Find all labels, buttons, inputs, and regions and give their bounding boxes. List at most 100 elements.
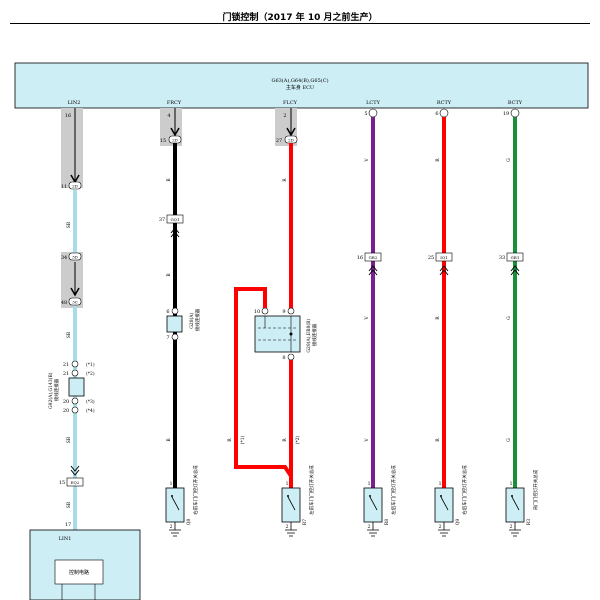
frcy-switch-pin2: 2 [170,524,173,530]
flcy-junction-label: G29(A),EB8(B) 接线连接器 [305,317,318,352]
bcty-switch-body [505,487,525,523]
bcty-switch-name: 背门门控灯开关总成 [532,469,539,510]
flcy-switch-name: 左前车门门控灯开关总成 [308,465,315,515]
flcy-j1 [261,307,269,315]
lin2-junction-label: G92(A),G143(B) 接线连接器 [47,371,60,409]
flcy-junction-box [254,315,301,353]
flcy-j3-pin: 8 [282,355,285,361]
lcty-top-pin-circle [368,108,378,118]
rcty-switch-name: 右后车门门控灯开关总成 [461,465,468,515]
frcy-conn-code: GQ1 [170,217,179,222]
terminal-rcty: RCTY [437,100,452,106]
rcty-arrow [439,265,449,276]
control-circuit-label: 控制电路 [69,569,89,576]
frcy-switch: 1 2 Q8 右前车门门控灯开关总成 [165,465,199,537]
rcty-ground-icon [438,529,450,537]
frcy-j2 [171,333,179,341]
frcy-mid-code: 2D [172,138,178,143]
lin2-c1-connector [68,252,82,261]
frcy-ground-icon [169,529,181,537]
frcy-arrow-2 [170,227,180,238]
frcy-junction-label: G28(A) 接线连接器 [188,308,201,331]
frcy-junction-box [166,315,183,333]
page-title: 门锁控制（2017 年 10 月之前生产） [222,13,378,23]
bcty-switch-code: R3 [526,519,532,525]
lin2-j4-pin: 20 [63,408,69,414]
rcty-switch-dot [440,495,442,497]
terminal-flcy: FLCY [283,100,298,106]
lin2-j3-pin: 20 [63,399,69,405]
rcty-switch: 1 2 Q9 右后车门门控灯开关总成 [434,465,468,537]
flcy-color-1: R [282,178,288,182]
lcty-switch-pin2: 2 [368,524,371,530]
frcy-color-1: B [166,178,172,182]
flcy-junction-dot [289,332,293,336]
bcty-color-2: G [506,316,512,320]
flcy-switch-pin1: 1 [286,481,289,487]
lin2-pin-top: 16 [65,113,71,119]
lin2-c1-code: 3D [72,255,78,260]
lin2-bottom-code: EQ2 [71,480,80,485]
lcty-conn [364,252,382,262]
rcty-pin-top: 6 [435,111,438,117]
bcty-pin-top: 19 [503,111,509,117]
ecu-block [14,62,589,109]
terminal-lin2: LIN2 [68,100,81,106]
frcy-junction-label-line2: 接线连接器 [194,308,201,331]
lin2-mid-pin: 11 [61,184,67,190]
frcy-switch-name: 右前车门门控灯开关总成 [192,465,199,515]
lin2-color-1: SB [66,221,72,228]
bcty-top-pin-circle [510,108,520,118]
frcy-j1-pin: 6 [166,309,169,315]
lcty-switch: 1 2 R8 左后车门门控灯开关总成 [363,465,397,537]
bcty-switch-dot [511,495,513,497]
flcy-j1-pin: 10 [254,309,260,315]
lin2-note-1: (*1) [86,361,95,368]
lcty-arrow [368,265,378,276]
bcty-switch-pin1: 1 [510,481,513,487]
frcy-switch-dot [171,495,173,497]
lin1-pin: 17 [65,522,71,528]
flcy-mid-code: 2D [288,138,294,143]
lcty-switch-dot [369,495,371,497]
flcy-mid-pin: 27 [276,138,282,144]
bcty-conn-pin: 33 [499,255,505,261]
flcy-switch-dot [287,495,289,497]
lin2-junction-box [68,377,85,397]
title-underline [10,23,590,24]
lin2-mid-code: 2D [72,184,78,189]
frcy-switch-body [165,487,185,523]
lcty-switch-pin1: 1 [368,481,371,487]
lin2-connector-band [61,108,83,188]
frcy-j1 [171,307,179,315]
lin2-j2 [71,369,79,377]
frcy-junction-label-line1: G28(A) [188,312,195,328]
lin2-bottom-connector [66,477,84,487]
flcy-switch-body [281,487,301,523]
lin2-j1-pin: 21 [63,362,69,368]
lin2-j2-pin: 21 [63,371,69,377]
rcty-switch-contact [440,496,449,511]
rcty-color-1: R [435,158,441,162]
lin2-note-2: (*2) [86,370,95,377]
rcty-color-2: R [435,316,441,320]
flcy-ground-icon [285,529,297,537]
bcty-conn [506,252,524,262]
frcy-pin-top: 4 [167,113,170,119]
flcy-switch: 1 2 R7 左前车门门控灯开关总成 [281,465,315,537]
bottom-module-terminal: LIN1 [59,536,72,542]
rcty-switch-pin2: 2 [439,524,442,530]
bcty-conn-code: GR1 [511,255,520,260]
flcy-loop-color: R [227,438,233,442]
rcty-conn-code: IQ1 [440,255,447,260]
lcty-switch-body [363,487,383,523]
lcty-color-3: V [364,438,370,443]
flcy-color-2: R [282,438,288,442]
lin2-bottom-pin: 15 [59,480,65,486]
rcty-conn [435,252,453,262]
lin2-j4 [71,406,79,414]
lin2-j3 [71,397,79,405]
lcty-conn-code: GR2 [369,255,378,260]
frcy-conn-pin: 37 [159,217,165,223]
